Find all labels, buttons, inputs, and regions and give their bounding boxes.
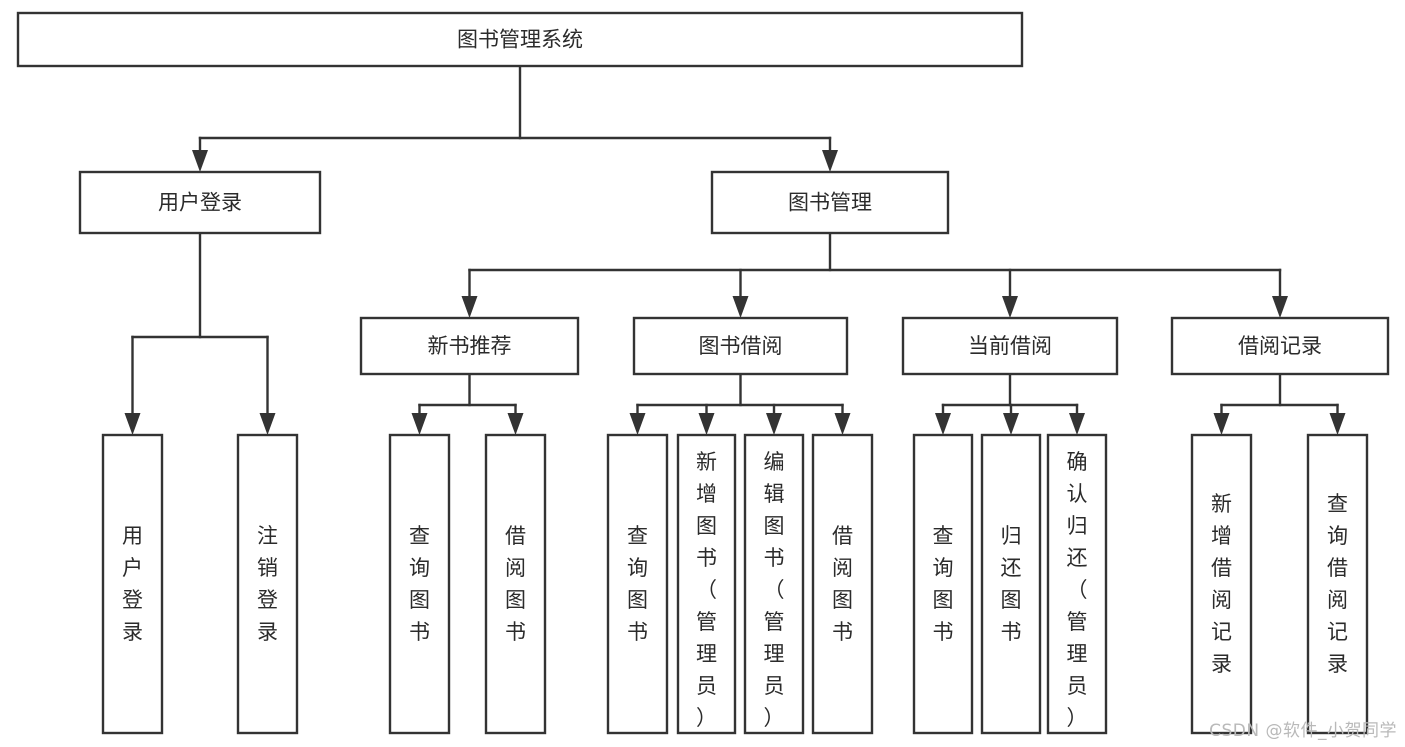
node-label: 图书管理系统 bbox=[457, 28, 583, 52]
node-box[interactable] bbox=[484, 433, 547, 735]
diagram-node[interactable]: 图书借阅 bbox=[632, 316, 849, 376]
node-box[interactable] bbox=[606, 433, 669, 735]
node-label: 归还图书 bbox=[1001, 524, 1022, 644]
diagram-node[interactable]: 当前借阅 bbox=[901, 316, 1119, 376]
node-label: 用户登录 bbox=[158, 191, 242, 215]
node-label: 查询图书 bbox=[933, 524, 954, 644]
arrow-head-icon bbox=[1329, 413, 1346, 435]
edges-layer bbox=[124, 64, 1346, 435]
node-label: 新书推荐 bbox=[428, 334, 512, 358]
node-box[interactable] bbox=[1190, 433, 1253, 735]
node-label: 查询图书 bbox=[627, 524, 648, 644]
node-box[interactable] bbox=[78, 170, 322, 235]
diagram-node[interactable]: 确认归还（管理员） bbox=[1046, 433, 1108, 735]
arrow-head-icon bbox=[124, 413, 141, 435]
node-box[interactable] bbox=[743, 433, 805, 735]
diagram-node[interactable]: 注销登录 bbox=[236, 433, 299, 735]
node-label: 查询图书 bbox=[409, 524, 430, 644]
diagram-node[interactable]: 查询借阅记录 bbox=[1306, 433, 1369, 735]
arrow-head-icon bbox=[935, 413, 951, 435]
diagram-node[interactable]: 图书管理 bbox=[710, 170, 950, 235]
node-box[interactable] bbox=[980, 433, 1042, 735]
node-label: 借阅图书 bbox=[505, 524, 526, 644]
arrow-head-icon bbox=[1272, 296, 1288, 318]
arrow-head-icon bbox=[259, 413, 276, 435]
diagram-node[interactable]: 查询图书 bbox=[388, 433, 451, 735]
arrow-head-icon bbox=[822, 150, 838, 172]
node-label: 图书借阅 bbox=[699, 334, 783, 358]
arrow-head-icon bbox=[1003, 413, 1019, 435]
node-box[interactable] bbox=[388, 433, 451, 735]
arrow-head-icon bbox=[732, 296, 749, 318]
arrow-head-icon bbox=[1213, 413, 1230, 435]
node-box[interactable] bbox=[710, 170, 950, 235]
node-box[interactable] bbox=[101, 433, 164, 735]
diagram-node[interactable]: 编辑图书（管理员） bbox=[743, 433, 805, 735]
node-box[interactable] bbox=[236, 433, 299, 735]
diagram-node[interactable]: 图书管理系统 bbox=[16, 11, 1024, 68]
arrow-head-icon bbox=[698, 413, 715, 435]
node-label: 当前借阅 bbox=[968, 334, 1052, 358]
node-label: 注销登录 bbox=[257, 524, 278, 644]
watermark-label: CSDN @软件_小贺同学 bbox=[1209, 721, 1397, 741]
node-label: 新增图书（管理员） bbox=[696, 450, 717, 730]
diagram-node[interactable]: 借阅图书 bbox=[811, 433, 874, 735]
node-label: 查询借阅记录 bbox=[1327, 492, 1348, 676]
node-box[interactable] bbox=[1046, 433, 1108, 735]
node-box[interactable] bbox=[811, 433, 874, 735]
node-box[interactable] bbox=[632, 316, 849, 376]
arrow-head-icon bbox=[192, 150, 208, 172]
node-box[interactable] bbox=[359, 316, 580, 376]
arrow-head-icon bbox=[411, 413, 428, 435]
node-box[interactable] bbox=[1306, 433, 1369, 735]
arrow-head-icon bbox=[461, 296, 478, 318]
node-box[interactable] bbox=[1170, 316, 1390, 376]
node-label: 图书管理 bbox=[788, 191, 872, 215]
diagram-node[interactable]: 借阅记录 bbox=[1170, 316, 1390, 376]
node-box[interactable] bbox=[912, 433, 974, 735]
diagram-node[interactable]: 新增借阅记录 bbox=[1190, 433, 1253, 735]
diagram-node[interactable]: 归还图书 bbox=[980, 433, 1042, 735]
node-label: 新增借阅记录 bbox=[1211, 492, 1232, 676]
arrow-head-icon bbox=[834, 413, 851, 435]
node-box[interactable] bbox=[16, 11, 1024, 68]
diagram-node[interactable]: 用户登录 bbox=[101, 433, 164, 735]
arrow-head-icon bbox=[1002, 296, 1018, 318]
diagram-node[interactable]: 用户登录 bbox=[78, 170, 322, 235]
node-label: 借阅图书 bbox=[832, 524, 853, 644]
arrow-head-icon bbox=[766, 413, 782, 435]
arrow-head-icon bbox=[507, 413, 524, 435]
node-label: 确认归还（管理员） bbox=[1067, 450, 1088, 730]
diagram-node[interactable]: 查询图书 bbox=[606, 433, 669, 735]
diagram-node[interactable]: 借阅图书 bbox=[484, 433, 547, 735]
arrow-head-icon bbox=[629, 413, 646, 435]
node-box[interactable] bbox=[676, 433, 737, 735]
diagram-node[interactable]: 查询图书 bbox=[912, 433, 974, 735]
diagram-node[interactable]: 新书推荐 bbox=[359, 316, 580, 376]
node-box[interactable] bbox=[901, 316, 1119, 376]
node-label: 用户登录 bbox=[122, 524, 143, 644]
node-label: 借阅记录 bbox=[1238, 334, 1322, 358]
arrow-head-icon bbox=[1069, 413, 1085, 435]
diagram-node[interactable]: 新增图书（管理员） bbox=[676, 433, 737, 735]
nodes-layer: 图书管理系统用户登录图书管理新书推荐图书借阅当前借阅借阅记录用户登录注销登录查询… bbox=[16, 11, 1390, 735]
node-label: 编辑图书（管理员） bbox=[764, 450, 785, 730]
